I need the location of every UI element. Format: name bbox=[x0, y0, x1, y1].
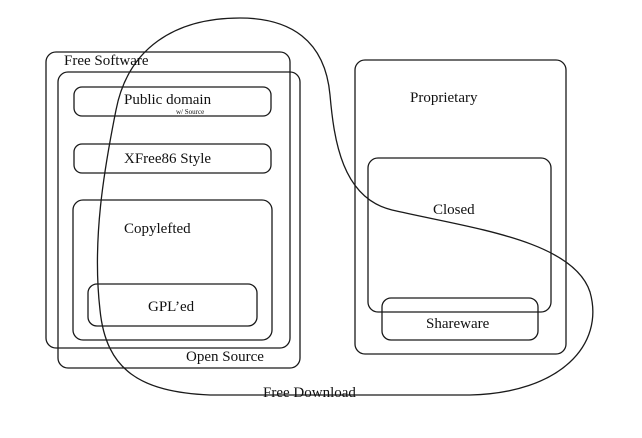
copylefted-label: Copylefted bbox=[124, 221, 191, 237]
gpled-label: GPL’ed bbox=[148, 299, 195, 315]
proprietary-region bbox=[354, 59, 567, 355]
open-source-label: Open Source bbox=[186, 349, 264, 365]
xfree86-style-box bbox=[73, 143, 272, 174]
public-domain-note: w/ Source bbox=[176, 108, 204, 116]
public-domain-box bbox=[73, 86, 272, 117]
copylefted-box bbox=[72, 199, 273, 341]
free-download-label: Free Download bbox=[263, 385, 356, 401]
open-source-region bbox=[57, 71, 301, 369]
shareware-box bbox=[381, 297, 539, 341]
xfree86-style-label: XFree86 Style bbox=[124, 151, 211, 167]
public-domain-label: Public domain bbox=[124, 92, 212, 108]
closed-label: Closed bbox=[433, 202, 475, 218]
free-download-curve bbox=[96, 17, 594, 396]
free-software-region bbox=[45, 51, 291, 349]
shareware-label: Shareware bbox=[426, 316, 490, 332]
proprietary-label: Proprietary bbox=[410, 90, 478, 106]
closed-box bbox=[367, 157, 552, 313]
gpled-box bbox=[87, 283, 258, 327]
free-software-label: Free Software bbox=[64, 53, 149, 69]
